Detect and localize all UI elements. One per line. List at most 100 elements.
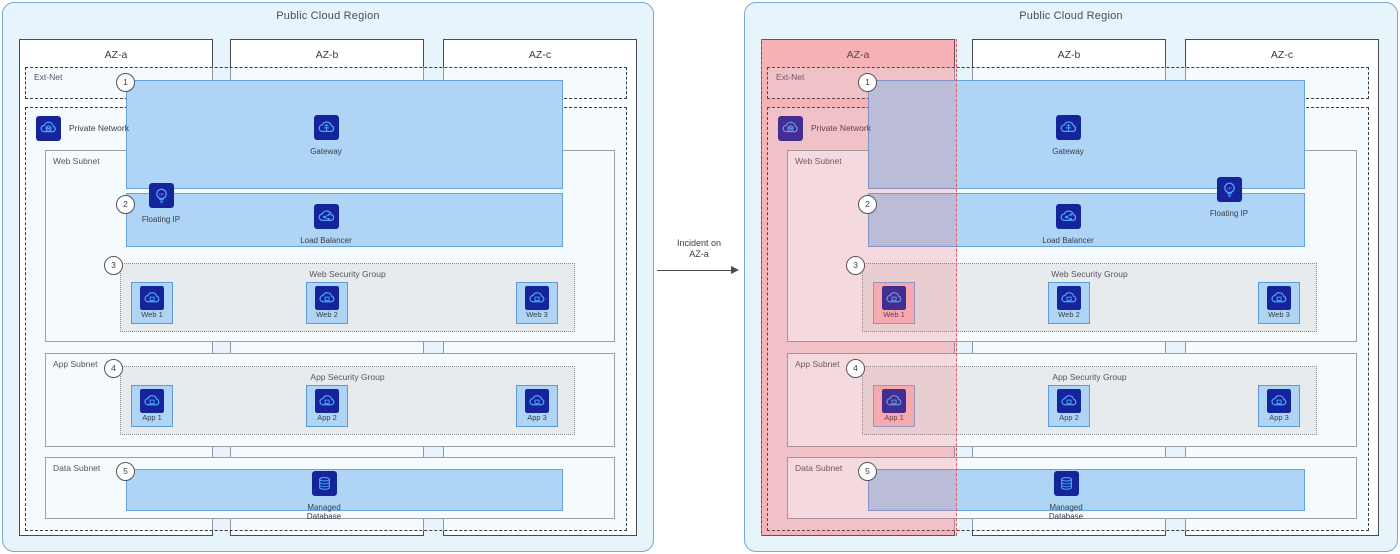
instance-label: App 2 (317, 413, 337, 422)
subnet-label: App Subnet (53, 359, 98, 369)
private-network-cloud-icon (36, 116, 61, 141)
private-network-label: Private Network (69, 123, 129, 133)
load-balancer-cloud-icon (313, 204, 339, 229)
instance-web-1[interactable]: Web 1 (131, 282, 173, 324)
service-managed-database[interactable]: Managed Database (1034, 471, 1098, 521)
service-managed-database[interactable]: Managed Database (292, 471, 356, 521)
callout-4[interactable]: 4 (104, 359, 123, 378)
az-label: AZ-c (1270, 49, 1294, 61)
instance-label: Web 2 (1058, 310, 1080, 319)
server-cloud-icon (882, 389, 906, 413)
service-floating-ip[interactable]: IP Floating IP (129, 183, 193, 224)
band-gateway (868, 80, 1305, 189)
service-label: Managed Database (1048, 503, 1084, 521)
az-label: AZ-b (1057, 49, 1081, 61)
callout-2[interactable]: 2 (858, 195, 877, 214)
callout-1[interactable]: 1 (858, 73, 877, 92)
instance-app-3[interactable]: App 3 (516, 385, 558, 427)
transition-label-line1: Incident on (676, 238, 722, 248)
server-cloud-icon (1057, 286, 1081, 310)
service-label: Gateway (1052, 147, 1084, 156)
transition-arrow-group: Incident on AZ-a (655, 238, 743, 276)
callout-3[interactable]: 3 (104, 256, 123, 275)
region-title: Public Cloud Region (1019, 10, 1123, 22)
instance-label: App 1 (884, 413, 904, 422)
callout-5[interactable]: 5 (858, 462, 877, 481)
callout-5[interactable]: 5 (116, 462, 135, 481)
instance-web-3[interactable]: Web 3 (1258, 282, 1300, 324)
band-managed-database (126, 469, 563, 511)
subnet-label: Web Subnet (53, 156, 100, 166)
svg-text:IP: IP (159, 192, 163, 197)
floating-ip-icon: IP (1216, 177, 1242, 202)
ext-net-label: Ext-Net (776, 72, 805, 82)
instance-web-2[interactable]: Web 2 (306, 282, 348, 324)
instance-app-3[interactable]: App 3 (1258, 385, 1300, 427)
load-balancer-cloud-icon (1055, 204, 1081, 229)
security-group-label: App Security Group (310, 372, 385, 382)
server-cloud-icon (140, 389, 164, 413)
service-gateway[interactable]: Gateway (1036, 115, 1100, 156)
service-label: Gateway (310, 147, 342, 156)
instance-web-3[interactable]: Web 3 (516, 282, 558, 324)
band-load-balancer (868, 193, 1305, 247)
server-cloud-icon (882, 286, 906, 310)
instance-label: App 3 (527, 413, 547, 422)
instance-label: Web 1 (883, 310, 905, 319)
arrow-shaft (657, 270, 733, 272)
band-load-balancer (126, 193, 563, 247)
az-label: AZ-c (528, 49, 552, 61)
arrow-head (731, 266, 739, 274)
subnet-label: Data Subnet (795, 463, 843, 473)
region-title: Public Cloud Region (276, 10, 380, 22)
instance-web-2[interactable]: Web 2 (1048, 282, 1090, 324)
instance-label: App 1 (142, 413, 162, 422)
service-floating-ip[interactable]: IP Floating IP (1197, 177, 1261, 218)
instance-app-2[interactable]: App 2 (1048, 385, 1090, 427)
service-label: Floating IP (141, 215, 181, 224)
server-cloud-icon (1267, 286, 1291, 310)
az-label: AZ-a (104, 49, 128, 61)
server-cloud-icon (1057, 389, 1081, 413)
callout-1[interactable]: 1 (116, 73, 135, 92)
az-label: AZ-a (846, 49, 870, 61)
subnet-label: Web Subnet (795, 156, 842, 166)
gateway-cloud-icon (1055, 115, 1081, 140)
diagram-panel-before: Public Cloud Region AZ-a AZ-b AZ-c Ext-N… (2, 2, 654, 552)
server-cloud-icon (315, 286, 339, 310)
instance-label: Web 2 (316, 310, 338, 319)
service-load-balancer[interactable]: Load Balancer (294, 204, 358, 245)
server-cloud-icon (525, 286, 549, 310)
database-icon (1053, 471, 1079, 496)
instance-label: App 3 (1269, 413, 1289, 422)
callout-3[interactable]: 3 (846, 256, 865, 275)
az-label: AZ-b (315, 49, 339, 61)
instance-app-2[interactable]: App 2 (306, 385, 348, 427)
band-gateway (126, 80, 563, 189)
server-cloud-icon (140, 286, 164, 310)
server-cloud-icon (1267, 389, 1291, 413)
diagram-panel-after: Public Cloud Region AZ-a AZ-b AZ-c Ext-N… (744, 2, 1398, 552)
service-gateway[interactable]: Gateway (294, 115, 358, 156)
service-label: Load Balancer (300, 236, 352, 245)
instance-label: Web 3 (526, 310, 548, 319)
instance-web-1[interactable]: Web 1 (873, 282, 915, 324)
instance-app-1[interactable]: App 1 (873, 385, 915, 427)
floating-ip-icon: IP (148, 183, 174, 208)
instance-app-1[interactable]: App 1 (131, 385, 173, 427)
service-label: Load Balancer (1042, 236, 1094, 245)
server-cloud-icon (525, 389, 549, 413)
private-network-label: Private Network (811, 123, 871, 133)
callout-4[interactable]: 4 (846, 359, 865, 378)
transition-label-line2: AZ-a (689, 249, 709, 259)
instance-label: App 2 (1059, 413, 1079, 422)
instance-label: Web 3 (1268, 310, 1290, 319)
callout-2[interactable]: 2 (116, 195, 135, 214)
subnet-label: Data Subnet (53, 463, 101, 473)
svg-text:IP: IP (1227, 186, 1231, 191)
subnet-label: App Subnet (795, 359, 840, 369)
security-group-label: Web Security Group (309, 269, 386, 279)
service-load-balancer[interactable]: Load Balancer (1036, 204, 1100, 245)
arrow-right-icon (655, 266, 743, 276)
security-group-label: Web Security Group (1051, 269, 1128, 279)
